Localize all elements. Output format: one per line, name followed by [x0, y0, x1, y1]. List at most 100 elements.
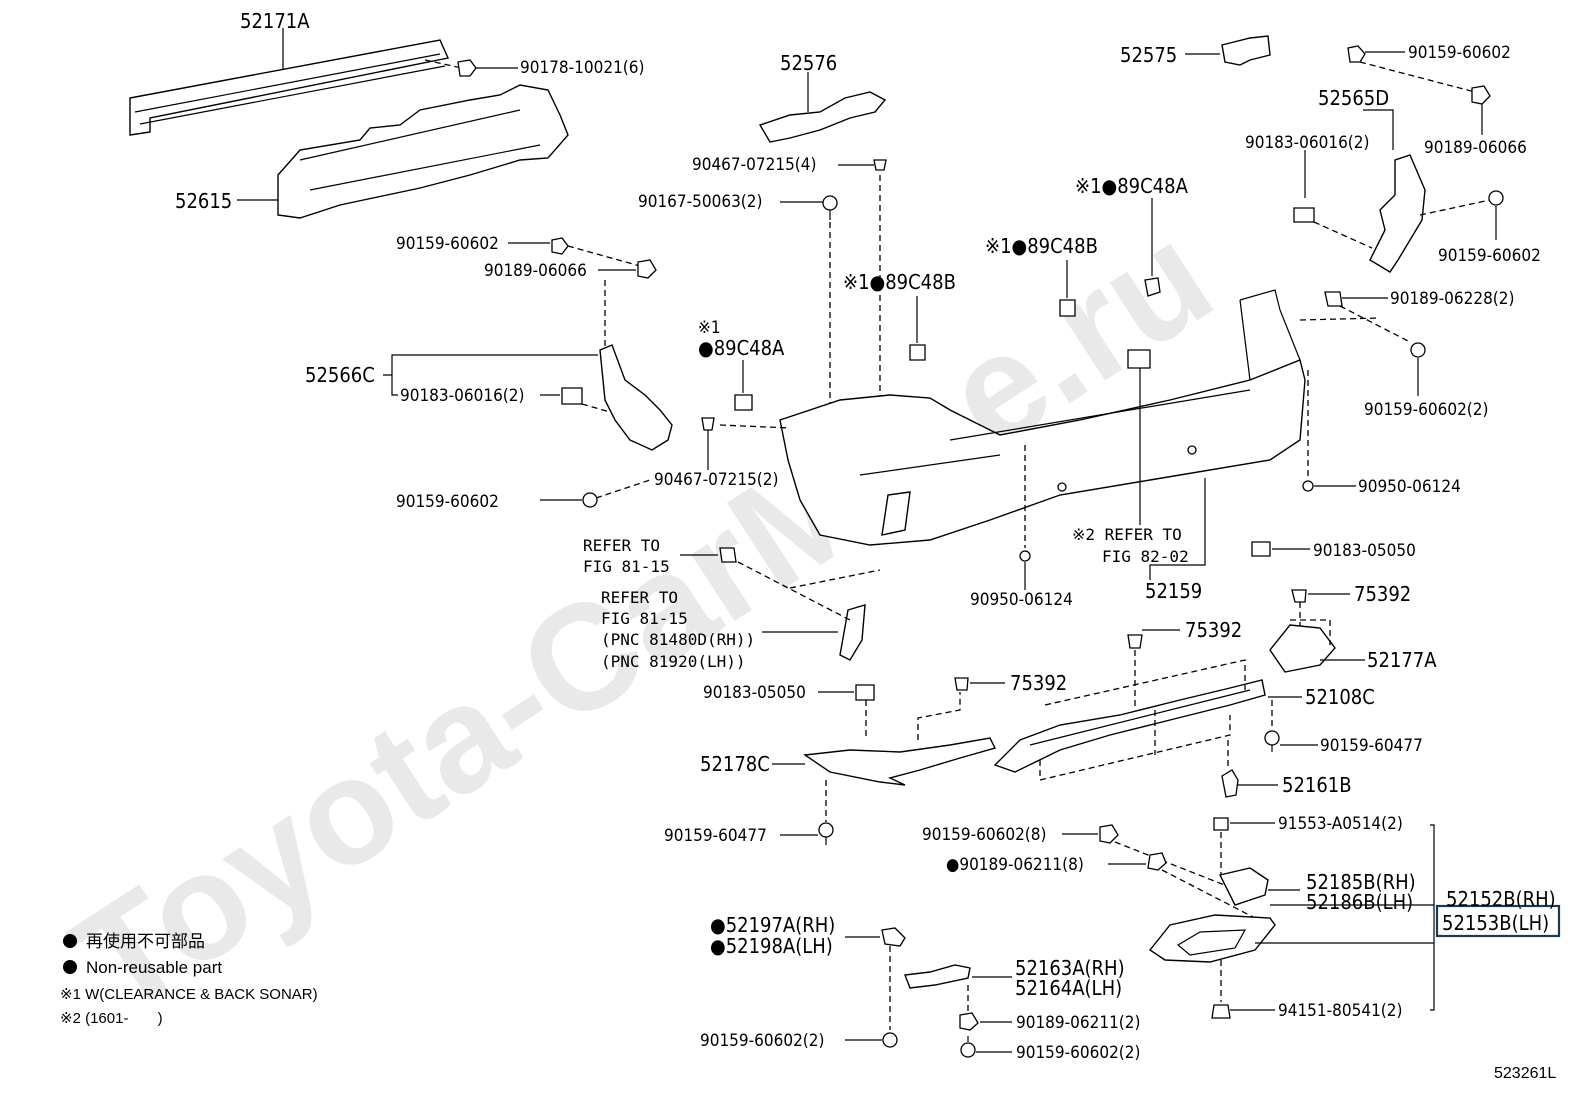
clip-75392-c[interactable] [954, 677, 969, 691]
clip-90183-top[interactable] [1293, 207, 1315, 223]
label-89C48A-left-note: ※1 [698, 318, 721, 338]
label-75392-a: 75392 [1354, 582, 1411, 606]
screw-90159-60602-2b[interactable] [960, 1036, 976, 1058]
reinforcement-52171A[interactable] [129, 39, 449, 136]
legend-line-3: ※1 W(CLEARANCE & BACK SONAR) [60, 986, 318, 1003]
label-pnc-81480D: (PNC 81480D(RH)) [601, 630, 755, 649]
nut-90159-left-1[interactable] [551, 237, 569, 255]
screw-90159-60477-left[interactable] [818, 822, 834, 845]
bracket-52177A[interactable] [1269, 624, 1336, 673]
screw-90159-left-2[interactable] [582, 492, 598, 508]
label-52108C: 52108C [1305, 685, 1375, 709]
label-90189-06211-2: 90189-06211(2) [1016, 1013, 1140, 1033]
bracket-52185B[interactable] [1218, 867, 1269, 906]
retainer-89C48B-mid[interactable] [909, 344, 926, 361]
label-90159-60477-right: 90159-60477 [1320, 736, 1423, 756]
absorber-52615[interactable] [277, 84, 569, 219]
label-52161B: 52161B [1282, 773, 1352, 797]
label-90950-right: 90950-06124 [1358, 477, 1461, 497]
reflector-81480D[interactable] [839, 604, 866, 661]
label-ref-81-15-a: REFER TO [583, 536, 660, 555]
bracket-82-02[interactable] [1127, 349, 1151, 369]
label-ref-81-15-d: FIG 81-15 [601, 609, 688, 628]
label-52152B: 52152B(RH) [1446, 887, 1556, 911]
label-91553: 91553-A0514(2) [1278, 814, 1403, 834]
screw-90159-60602-2a[interactable] [882, 1032, 898, 1048]
clip-90950-right[interactable] [1302, 480, 1314, 492]
nut-90178[interactable] [457, 59, 477, 77]
retainer-52575[interactable] [1221, 35, 1271, 66]
label-90189-06066-right: 90189-06066 [1424, 138, 1527, 158]
bumper-cover-52159[interactable] [779, 289, 1306, 546]
cutout-52152B[interactable] [1148, 914, 1276, 963]
clip-81-15[interactable] [719, 547, 737, 563]
label-90159-right-3: 90159-60602(2) [1364, 400, 1488, 420]
label-52153B: 52153B(LH) [1442, 911, 1549, 935]
label-90159-left-2: 90159-60602 [396, 492, 499, 512]
label-ref-81-15-c: REFER TO [601, 588, 678, 607]
label-pnc-81920: (PNC 81920(LH)) [601, 652, 746, 671]
nut-90189-06066-right[interactable] [1471, 85, 1491, 105]
label-52576: 52576 [780, 51, 837, 75]
label-90159-left-1: 90159-60602 [396, 234, 499, 254]
nut-90159-top[interactable] [1347, 45, 1366, 63]
nut-90189-06066-left[interactable] [637, 259, 657, 279]
label-52198A: ●52198A(LH) [710, 934, 833, 958]
screw-90159-right-2[interactable] [1488, 190, 1504, 206]
label-75392-c: 75392 [1010, 671, 1067, 695]
legend-line-4: ※2 (1601- ) [60, 1010, 163, 1027]
clip-75392-b[interactable] [1127, 634, 1143, 649]
label-90950-mid: 90950-06124 [970, 590, 1073, 610]
label-90189-06228: 90189-06228(2) [1390, 289, 1514, 309]
retainer-89C48A-top[interactable] [1144, 277, 1161, 297]
nut-90189-06211-8[interactable] [1147, 852, 1167, 871]
screw-90159-60477-right[interactable] [1264, 730, 1280, 752]
bullet-icon [63, 934, 77, 948]
clip-52161B[interactable] [1221, 769, 1239, 798]
retainer-89C48A-left[interactable] [734, 394, 753, 411]
label-90467-top: 90467-07215(4) [692, 155, 816, 175]
retainer-52576[interactable] [758, 91, 887, 143]
clip-90467-top[interactable] [873, 159, 887, 171]
bracket-52565D[interactable] [1369, 154, 1426, 273]
screw-90167[interactable] [822, 195, 838, 220]
bracket-52163A[interactable] [904, 964, 971, 989]
figure-id: 523261L [1494, 1065, 1556, 1082]
clip-91553[interactable] [1213, 817, 1229, 831]
clip-75392-a[interactable] [1291, 589, 1307, 603]
label-52164A: 52164A(LH) [1015, 976, 1122, 1000]
garnish-52108C[interactable] [993, 679, 1266, 773]
label-90183-05050-left: 90183-05050 [703, 683, 806, 703]
label-89C48B-right: ※1●89C48B [985, 234, 1098, 258]
highlight-box-52153B [1435, 904, 1561, 938]
label-89C48A-left: ●89C48A [698, 336, 785, 360]
clip-90950-mid[interactable] [1019, 550, 1031, 562]
legend-line-1: 再使用不可部品 [86, 931, 205, 951]
clip-90183-05050-right[interactable] [1251, 541, 1271, 557]
nut-90159-8[interactable] [1099, 824, 1119, 844]
label-52178C: 52178C [700, 752, 770, 776]
label-52565D: 52565D [1318, 86, 1389, 110]
cover-52178C[interactable] [803, 737, 997, 786]
label-ref-81-15-b: FIG 81-15 [583, 557, 670, 576]
bracket-52566C[interactable] [599, 344, 673, 451]
clip-90467-mid[interactable] [701, 417, 715, 431]
label-90159-60602-2b: 90159-60602(2) [1016, 1043, 1140, 1063]
nut-90189-06211-2[interactable] [959, 1012, 979, 1031]
label-52171A: 52171A [240, 9, 310, 33]
legend-line-2: Non-reusable part [86, 958, 222, 977]
screw-90159-right-3[interactable] [1410, 342, 1426, 358]
label-90189-06211-8: ●90189-06211(8) [946, 855, 1084, 875]
clip-90183-05050-left[interactable] [855, 684, 875, 701]
retainer-89C48B-right[interactable] [1059, 299, 1076, 317]
clip-90189-06228[interactable] [1324, 291, 1343, 307]
label-52575: 52575 [1120, 43, 1177, 67]
clip-94151[interactable] [1211, 1004, 1231, 1019]
clip-90183-left[interactable] [561, 387, 583, 405]
label-90178: 90178-10021(6) [520, 58, 644, 78]
clip-52197A[interactable] [881, 927, 906, 947]
label-52566C: 52566C [305, 363, 375, 387]
label-52163A: 52163A(RH) [1015, 956, 1125, 980]
